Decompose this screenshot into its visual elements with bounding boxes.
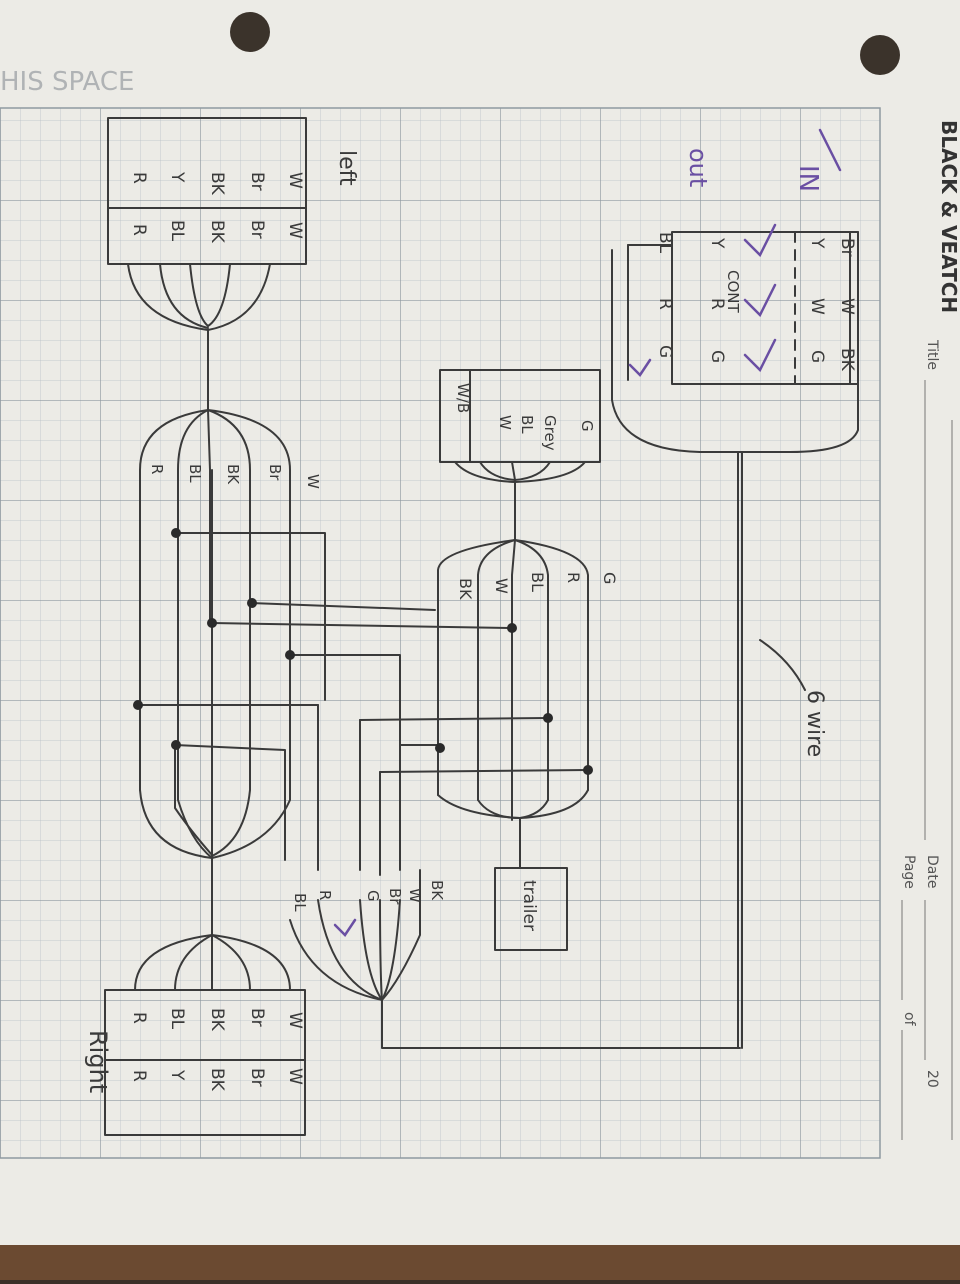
right-conn-label: W [285,1068,305,1085]
trailer-split-label: W [492,578,511,594]
trailer-box-label: trailer [519,880,539,931]
note-six-wire: 6 wire [802,690,827,757]
top-col2-label: W [807,298,827,315]
page-field-label: Page [901,855,917,889]
connector-top-box [671,231,851,385]
top-col2-label: R [707,298,727,310]
left-conn-label: R [129,224,149,236]
left-conn-label: BL [167,220,187,242]
punch-hole [230,12,270,52]
right-conn-label: BK [207,1068,227,1092]
form-field-lines [901,380,953,1140]
note-cont: CONT [724,270,742,314]
bottom-fan-label: R [316,890,334,900]
date-field-label: Date [924,855,940,888]
trailer-plug-label: W [496,415,514,430]
grid-major [0,108,880,1158]
right-conn-label: W [285,1012,305,1029]
left-branch-label: Br [266,464,284,481]
trailer-split-label: R [564,572,583,583]
pencil-wiring [104,117,859,1136]
right-conn-label: R [129,1070,149,1082]
trailer-split-label: G [600,572,619,584]
trailer-plug-label: G [578,420,596,432]
bottom-fan-label: W [406,888,424,903]
top-col2-label: R [655,298,675,310]
top-col1-label: Br [837,238,857,257]
punch-hole [860,35,900,75]
right-conn-label: Br [247,1068,267,1087]
left-branch-label: BL [186,464,204,483]
top-col3-label: G [655,345,675,358]
left-conn-label: Br [247,172,267,191]
connector-left-box [107,117,307,265]
left-conn-label: R [129,172,149,184]
brand-logo-text: BLACK & VEATCH [937,120,960,313]
top-col3-label: G [707,350,727,363]
bottom-fan-label: BK [428,880,446,901]
top-col3-label: G [807,350,827,363]
connector-right-box [104,989,306,1136]
note-out: out [684,148,712,187]
top-col3-label: BK [837,348,857,372]
purple-check-marks [333,128,842,937]
table-edge [0,1245,960,1280]
right-conn-label: BL [167,1008,187,1030]
trailer-split-label: BL [528,572,547,592]
trailer-plug-label: W/B [454,383,472,413]
left-branch-label: R [148,464,166,474]
bottom-fan-label: G [364,890,382,902]
left-conn-label: Y [167,171,187,183]
header-fragment: HIS SPACE [0,67,134,97]
top-col1-label: BL [655,232,675,254]
right-conn-label: BK [207,1008,227,1032]
trailer-plug-label: Grey [541,415,559,451]
year-prefix: 20 [924,1070,940,1088]
right-conn-label: R [129,1012,149,1024]
top-col1-label: Y [707,237,727,249]
bottom-fan-label: Br [386,888,404,905]
left-branch-label: BK [224,464,242,485]
top-col2-label: W [837,298,857,315]
left-conn-label: W [285,172,305,189]
left-conn-label: Br [247,220,267,239]
of-field-label: of [901,1012,917,1027]
left-branch-label: W [304,474,322,489]
label-right: Right [84,1030,112,1093]
right-conn-label: Br [247,1008,267,1027]
left-conn-label: BK [207,220,227,244]
title-field-label: Title [924,339,940,370]
top-col1-label: Y [807,237,827,249]
trailer-box [494,867,568,951]
right-conn-label: Y [167,1069,187,1081]
left-conn-label: BK [207,172,227,196]
trailer-split-label: BK [456,578,475,600]
trailer-plug-box [439,369,601,463]
bottom-fan-label: BL [291,893,309,912]
junction-dots [133,528,593,775]
note-in: IN [793,165,823,192]
trailer-plug-label: BL [518,415,536,434]
left-conn-label: W [285,222,305,239]
label-left: left [334,150,359,186]
